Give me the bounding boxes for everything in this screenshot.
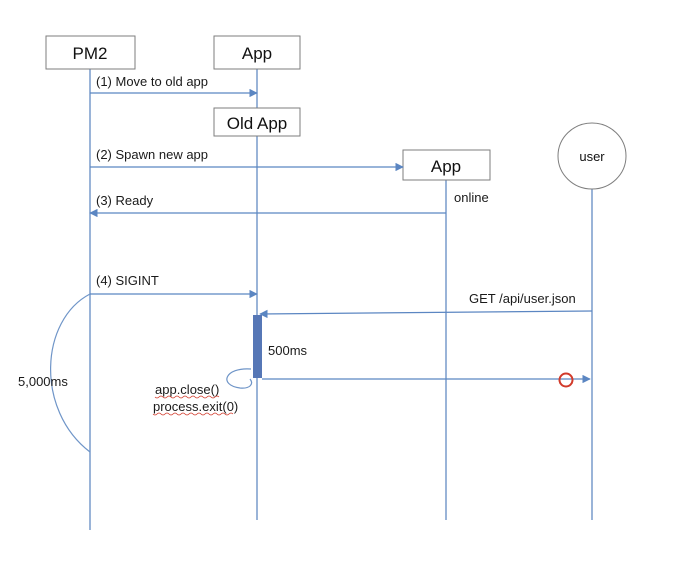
old-app-participant: Old App [213,107,301,137]
kill-timeout-arc [50,293,91,453]
exit-call-label: process.exit(0) [153,399,238,414]
exit-call-squiggle [152,412,234,416]
ready-label: (3) Ready [96,193,154,208]
activation-bar [253,315,262,378]
kill-timeout-label: 5,000ms [18,374,68,389]
new-app-participant: App [402,149,491,181]
user-label: user [579,149,605,164]
request-label: GET /api/user.json [469,291,576,306]
online-label: online [454,190,489,205]
self-call-loop [226,368,253,389]
spawn-new-app-label: (2) Spawn new app [96,147,208,162]
sigint-label: (4) SIGINT [96,273,159,288]
move-to-old-app-label: (1) Move to old app [96,74,208,89]
close-call-squiggle [154,395,220,399]
pm2-participant: PM2 [45,35,136,70]
request-arrow [259,309,593,319]
pm2-label: PM2 [73,44,108,63]
failure-mark-icon [558,372,574,388]
new-app-label: App [431,157,461,176]
close-call-label: app.close() [155,382,219,397]
old-app-label: Old App [227,114,288,133]
app-label: App [242,44,272,63]
activation-duration-label: 500ms [268,343,308,358]
app-participant: App [213,35,301,70]
user-participant: user [557,122,627,190]
